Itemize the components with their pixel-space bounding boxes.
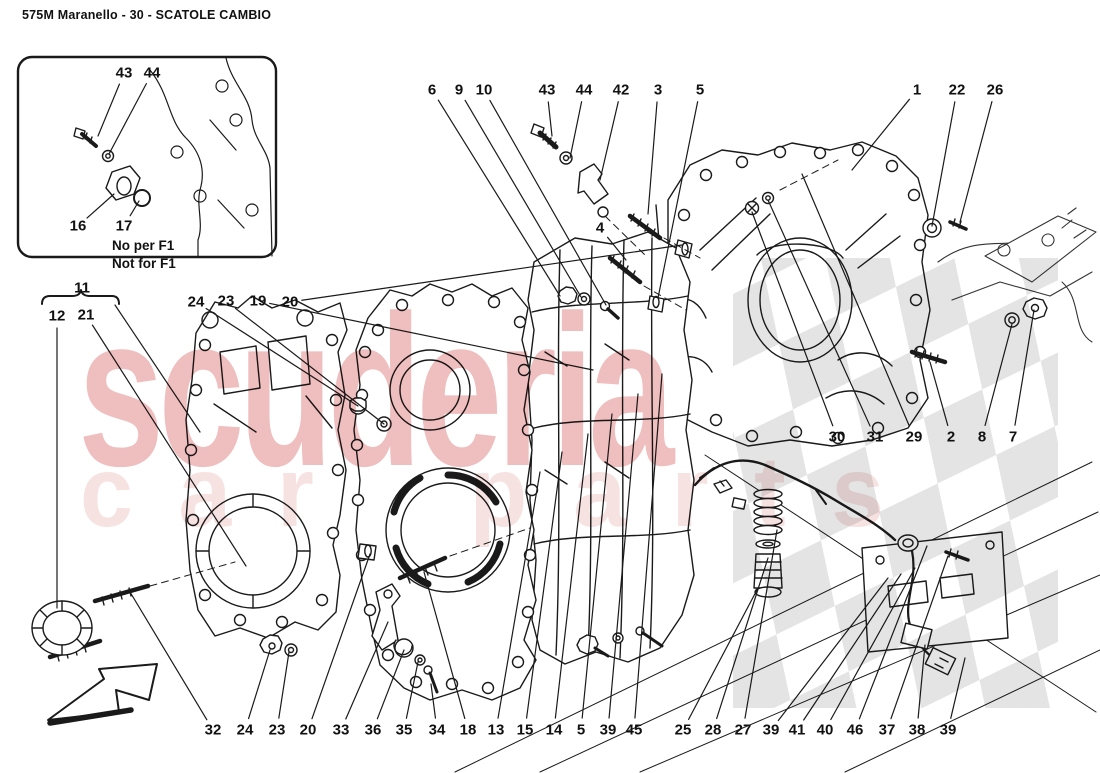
main-callout-31-19: 31 [866, 428, 884, 446]
main-callout-12-11: 12 [48, 307, 66, 325]
main-callout-9-1: 9 [454, 81, 464, 99]
main-callout-30-18: 30 [828, 428, 846, 446]
main-callout-15-34: 15 [516, 721, 534, 739]
main-callout-21-12: 21 [77, 306, 95, 324]
main-callout-6-0: 6 [427, 81, 437, 99]
main-callout-37-46: 37 [878, 721, 896, 739]
main-housing-drawing [527, 231, 695, 665]
main-callout-42-5: 42 [612, 81, 630, 99]
main-callout-25-39: 25 [674, 721, 692, 739]
main-callout-45-38: 45 [625, 721, 643, 739]
main-callout-39-37: 39 [599, 721, 617, 739]
main-callout-40-44: 40 [816, 721, 834, 739]
right-faint-part [937, 207, 1097, 343]
main-callout-19-15: 19 [249, 292, 267, 310]
callout-leader-lines [56, 82, 1035, 722]
hardware-top [530, 123, 968, 320]
inset-panel [16, 55, 278, 259]
main-callout-7-23: 7 [1008, 428, 1018, 446]
main-callout-39-48: 39 [939, 721, 957, 739]
main-callout-20-16: 20 [281, 293, 299, 311]
inset-callout-16-2: 16 [69, 217, 87, 235]
hardware-rear-assembly [693, 459, 1009, 676]
main-callout-24-13: 24 [187, 293, 205, 311]
main-callout-39-42: 39 [762, 721, 780, 739]
page-title: 575M Maranello - 30 - SCATOLE CAMBIO [22, 8, 272, 22]
main-callout-23-26: 23 [268, 721, 286, 739]
main-callout-23-14: 23 [217, 292, 235, 310]
main-callout-36-29: 36 [364, 721, 382, 739]
inset-note-line2: Not for F1 [112, 256, 176, 271]
main-callout-34-31: 34 [428, 721, 446, 739]
main-callout-8-22: 8 [977, 428, 987, 446]
left-cover-drawing [184, 295, 392, 639]
rear-housing-drawing [663, 141, 931, 447]
main-callout-32-24: 32 [204, 721, 222, 739]
inset-callout-43-0: 43 [115, 64, 133, 82]
main-callout-13-33: 13 [487, 721, 505, 739]
main-callout-24-25: 24 [236, 721, 254, 739]
main-callout-33-28: 33 [332, 721, 350, 739]
inset-note-line1: No per F1 [112, 238, 175, 253]
main-callout-20-27: 20 [299, 721, 317, 739]
hardware-bottom-left [31, 583, 158, 726]
main-callout-46-45: 46 [846, 721, 864, 739]
inset-callout-44-1: 44 [143, 64, 161, 82]
group-callout-11-0: 11 [74, 279, 90, 297]
hardware-right [909, 297, 1048, 365]
main-callout-26-10: 26 [986, 81, 1004, 99]
main-callout-43-3: 43 [538, 81, 556, 99]
main-callout-5-7: 5 [695, 81, 705, 99]
main-callout-27-41: 27 [734, 721, 752, 739]
hardware-bracket [259, 543, 664, 694]
main-callout-5-36: 5 [576, 721, 586, 739]
main-callout-18-32: 18 [459, 721, 477, 739]
main-callout-22-9: 22 [948, 81, 966, 99]
main-callout-41-43: 41 [788, 721, 806, 739]
main-callout-38-47: 38 [908, 721, 926, 739]
main-callout-4-17: 4 [595, 219, 605, 237]
main-callout-1-8: 1 [912, 81, 922, 99]
inset-note: No per F1 Not for F1 [112, 237, 176, 273]
main-callout-14-35: 14 [545, 721, 563, 739]
main-callout-10-2: 10 [475, 81, 493, 99]
inset-callout-17-3: 17 [115, 217, 133, 235]
main-callout-44-4: 44 [575, 81, 593, 99]
main-callout-3-6: 3 [653, 81, 663, 99]
group-brace [41, 289, 201, 433]
main-callout-2-21: 2 [946, 428, 956, 446]
main-callout-29-20: 29 [905, 428, 923, 446]
main-callout-28-40: 28 [704, 721, 722, 739]
main-callout-35-30: 35 [395, 721, 413, 739]
